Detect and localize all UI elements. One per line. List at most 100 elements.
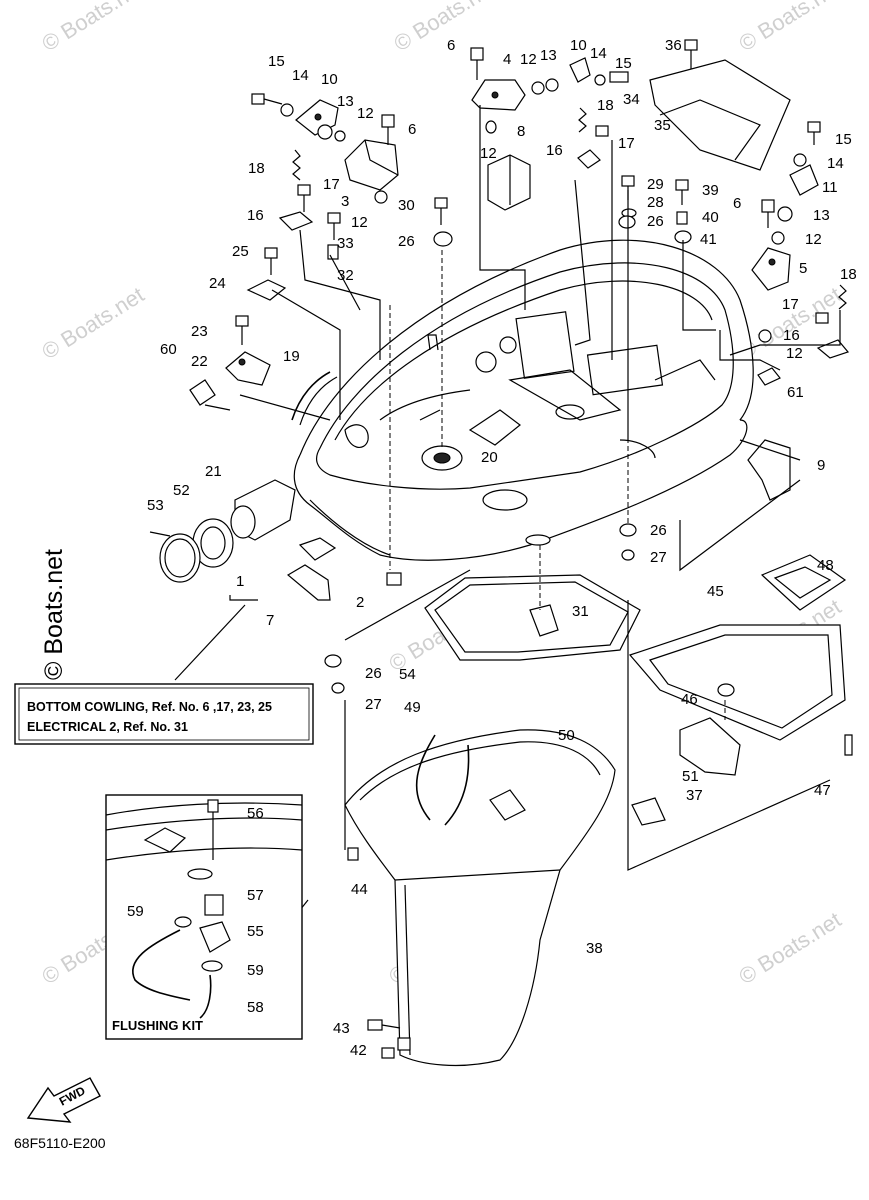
callout-50: 50	[558, 727, 575, 744]
callout-60: 60	[160, 341, 177, 358]
callout-59: 59	[247, 962, 264, 979]
callout-28: 28	[647, 194, 664, 211]
callout-52: 52	[173, 482, 190, 499]
callout-15: 15	[268, 53, 285, 70]
callout-12: 12	[520, 51, 537, 68]
callout-16: 16	[783, 327, 800, 344]
callout-32: 32	[337, 267, 354, 284]
callout-18: 18	[840, 266, 857, 283]
lower-apron	[344, 729, 666, 1067]
callout-34: 34	[623, 91, 640, 108]
callout-33: 33	[337, 235, 354, 252]
callout-15: 15	[835, 131, 852, 148]
callout-49: 49	[404, 699, 421, 716]
right-parts	[747, 121, 850, 501]
callout-18: 18	[597, 97, 614, 114]
callout-17: 17	[782, 296, 799, 313]
diagram-code: 68F5110-E200	[14, 1135, 106, 1151]
callout-35: 35	[654, 117, 671, 134]
watermark-1: © Boats.net	[37, 0, 148, 56]
flushing-kit-inset: FLUSHING KIT	[105, 794, 303, 1040]
callout-13: 13	[813, 207, 830, 224]
callout-1: 1	[236, 573, 244, 590]
callout-17: 17	[323, 176, 340, 193]
callout-9: 9	[817, 457, 825, 474]
callout-12: 12	[480, 145, 497, 162]
callout-53: 53	[147, 497, 164, 514]
watermark-11: © Boats.net	[734, 907, 845, 989]
watermark-3: © Boats.net	[734, 0, 845, 56]
callout-26: 26	[647, 213, 664, 230]
fwd-arrow-icon: FWD	[26, 1077, 101, 1123]
callout-31: 31	[572, 603, 589, 620]
callout-10: 10	[321, 71, 338, 88]
callout-16: 16	[546, 142, 563, 159]
callout-14: 14	[292, 67, 309, 84]
note-line-2: ELECTRICAL 2, Ref. No. 31	[27, 720, 188, 734]
callout-5: 5	[799, 260, 807, 277]
leader-lines	[174, 105, 841, 911]
middle-parts	[324, 523, 641, 694]
callout-17: 17	[618, 135, 635, 152]
callout-23: 23	[191, 323, 208, 340]
callout-27: 27	[365, 696, 382, 713]
callout-40: 40	[702, 209, 719, 226]
callout-10: 10	[570, 37, 587, 54]
callout-3: 3	[341, 193, 349, 210]
callout-11: 11	[822, 179, 838, 196]
callout-48: 48	[817, 557, 834, 574]
callout-16: 16	[247, 207, 264, 224]
bottom-cowling	[293, 239, 754, 561]
callout-51: 51	[682, 768, 699, 785]
callout-39: 39	[702, 182, 719, 199]
callout-18: 18	[248, 160, 265, 177]
callout-12: 12	[351, 214, 368, 231]
right-middle-parts	[628, 554, 853, 776]
top-left-parts	[189, 93, 448, 426]
callout-6: 6	[447, 37, 455, 54]
callout-42: 42	[350, 1042, 367, 1059]
callout-58: 58	[247, 999, 264, 1016]
callout-24: 24	[209, 275, 226, 292]
callout-20: 20	[481, 449, 498, 466]
callout-6: 6	[408, 121, 416, 138]
callout-12: 12	[357, 105, 374, 122]
watermark-2: © Boats.net	[389, 0, 500, 56]
flushing-kit-title: FLUSHING KIT	[112, 1018, 203, 1033]
left-front-parts	[149, 479, 402, 601]
callout-29: 29	[647, 176, 664, 193]
callout-30: 30	[398, 197, 415, 214]
callout-26: 26	[365, 665, 382, 682]
callout-19: 19	[283, 348, 300, 365]
callout-13: 13	[540, 47, 557, 64]
callout-25: 25	[232, 243, 249, 260]
callout-38: 38	[586, 940, 603, 957]
callout-45: 45	[707, 583, 724, 600]
callout-21: 21	[205, 463, 222, 480]
watermark-side: © Boats.net	[40, 549, 68, 680]
watermark-4: © Boats.net	[37, 282, 148, 364]
callout-2: 2	[356, 594, 364, 611]
callout-22: 22	[191, 353, 208, 370]
callout-55: 55	[247, 923, 264, 940]
callout-14: 14	[590, 45, 607, 62]
callout-13: 13	[337, 93, 354, 110]
callout-37: 37	[686, 787, 703, 804]
callout-57: 57	[247, 887, 264, 904]
callout-41: 41	[700, 231, 717, 248]
callout-14: 14	[827, 155, 844, 172]
callout-15: 15	[615, 55, 632, 72]
callout-43: 43	[333, 1020, 350, 1037]
note-box: BOTTOM COWLING, Ref. No. 6 ,17, 23, 25 E…	[14, 683, 314, 745]
callout-36: 36	[665, 37, 682, 54]
callout-59: 59	[127, 903, 144, 920]
callout-7: 7	[266, 612, 274, 629]
callout-56: 56	[247, 805, 264, 822]
callout-12: 12	[805, 231, 822, 248]
callout-6: 6	[733, 195, 741, 212]
callout-44: 44	[351, 881, 368, 898]
callout-26: 26	[398, 233, 415, 250]
callout-61: 61	[787, 384, 804, 401]
